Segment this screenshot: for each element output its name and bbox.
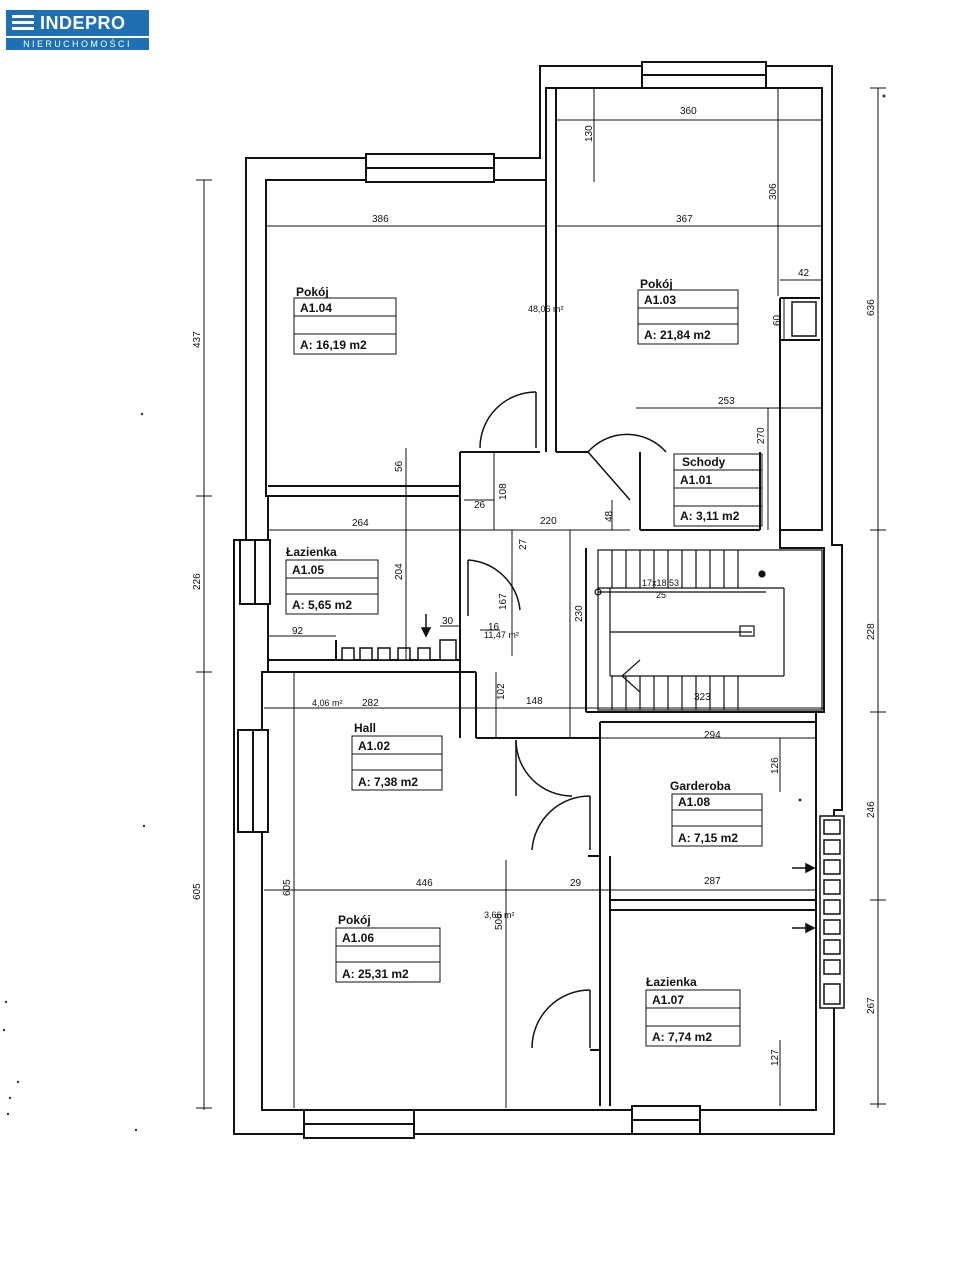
dimension-lines xyxy=(196,87,886,1110)
room-A1.06: Pokój A1.06 A: 25,31 m2 xyxy=(335,913,441,983)
scan-specks xyxy=(2,94,886,1132)
dim-294: 294 xyxy=(704,730,721,741)
dim-204: 204 xyxy=(394,563,405,580)
room-A1.01: Schody A1.01 A: 3,11 m2 xyxy=(673,453,763,527)
ventilation-shafts xyxy=(341,301,845,1009)
annot-11-47: 11,47 m² xyxy=(484,630,519,640)
room-code: A1.08 xyxy=(678,795,710,809)
room-area: A: 7,74 m2 xyxy=(652,1030,712,1044)
brand-name: INDEPRO xyxy=(40,12,126,33)
dim-226: 226 xyxy=(192,573,203,590)
room-name: Pokój xyxy=(296,285,329,299)
dim-506: 506 xyxy=(494,913,505,930)
dim-126: 126 xyxy=(770,757,781,774)
room-area: A: 5,65 m2 xyxy=(292,598,352,612)
room-code: A1.05 xyxy=(292,563,324,577)
interior-walls xyxy=(268,88,824,1106)
dim-360: 360 xyxy=(680,106,697,117)
room-area: A: 16,19 m2 xyxy=(300,338,367,352)
annot-48-06: 48,06 m² xyxy=(528,304,564,314)
dim-323: 323 xyxy=(694,692,711,703)
doors xyxy=(467,391,667,1049)
brand-tagline: NIERUCHOMOŚCI xyxy=(6,38,149,50)
room-A1.04: Pokój A1.04 A: 16,19 m2 xyxy=(293,285,397,355)
dim-16: 16 xyxy=(488,622,500,633)
room-code: A1.03 xyxy=(644,293,676,307)
annot-stairs-calc: 17x18,53 xyxy=(642,578,679,588)
room-name: Pokój xyxy=(640,277,673,291)
dim-264: 264 xyxy=(352,518,369,529)
dim-605-outer: 605 xyxy=(192,883,203,900)
dim-29: 29 xyxy=(570,878,582,889)
room-code: A1.06 xyxy=(342,931,374,945)
room-code: A1.04 xyxy=(300,301,332,315)
room-A1.07: Łazienka A1.07 A: 7,74 m2 xyxy=(645,975,741,1047)
room-name: Łazienka xyxy=(646,975,697,989)
dim-228: 228 xyxy=(866,623,877,640)
dim-148: 148 xyxy=(526,696,543,707)
room-area: A: 25,31 m2 xyxy=(342,967,409,981)
dim-253: 253 xyxy=(718,396,735,407)
dim-56: 56 xyxy=(394,460,405,472)
area-annotations: 48,06 m² 11,47 m² 4,06 m² 3,66 m² 17x18,… xyxy=(312,304,679,920)
dim-386: 386 xyxy=(372,214,389,225)
staircase xyxy=(594,549,823,711)
dim-102: 102 xyxy=(496,683,507,700)
room-area: A: 7,15 m2 xyxy=(678,831,738,845)
dim-220: 220 xyxy=(540,516,557,527)
dim-26: 26 xyxy=(474,500,486,511)
dim-270: 270 xyxy=(756,427,767,444)
room-area: A: 3,11 m2 xyxy=(680,509,740,523)
room-name: Hall xyxy=(354,721,376,735)
dim-282: 282 xyxy=(362,698,379,709)
room-A1.03: Pokój A1.03 A: 21,84 m2 xyxy=(637,277,739,345)
room-A1.05: Łazienka A1.05 A: 5,65 m2 xyxy=(285,545,379,615)
dim-230: 230 xyxy=(574,605,585,622)
room-code: A1.01 xyxy=(680,473,712,487)
room-name: Garderoba xyxy=(670,779,731,793)
dim-27: 27 xyxy=(518,538,529,550)
room-A1.02: Hall A1.02 A: 7,38 m2 xyxy=(351,721,443,791)
dim-130: 130 xyxy=(584,125,595,142)
dim-437: 437 xyxy=(192,331,203,348)
dim-636: 636 xyxy=(866,299,877,316)
dim-108: 108 xyxy=(498,483,509,500)
room-name: Łazienka xyxy=(286,545,337,559)
dim-30: 30 xyxy=(442,616,454,627)
dim-306: 306 xyxy=(768,183,779,200)
dim-42: 42 xyxy=(798,268,810,279)
dim-92: 92 xyxy=(292,626,304,637)
room-area: A: 7,38 m2 xyxy=(358,775,418,789)
dim-48: 48 xyxy=(604,510,615,522)
dim-60: 60 xyxy=(772,314,783,326)
dim-367: 367 xyxy=(676,214,693,225)
brand-logo: INDEPRO NIERUCHOMOŚCI xyxy=(6,10,149,50)
annot-4-06: 4,06 m² xyxy=(312,698,343,708)
dim-167: 167 xyxy=(498,593,509,610)
annot-3-66: 3,66 m² xyxy=(484,910,515,920)
dim-287: 287 xyxy=(704,876,721,887)
room-name: Schody xyxy=(682,455,726,469)
room-name: Pokój xyxy=(338,913,371,927)
dim-446: 446 xyxy=(416,878,433,889)
room-code: A1.02 xyxy=(358,739,390,753)
dim-267: 267 xyxy=(866,997,877,1014)
building-icon xyxy=(12,13,36,33)
dim-246: 246 xyxy=(866,801,877,818)
dim-127: 127 xyxy=(770,1049,781,1066)
windows xyxy=(237,61,767,1139)
dimension-labels: 386 367 360 130 306 42 60 636 437 253 27… xyxy=(192,106,877,1066)
annot-stairs-25: 25 xyxy=(656,590,666,600)
vent-arrows xyxy=(420,614,816,934)
dim-605-inner: 605 xyxy=(282,879,293,896)
room-A1.08: Garderoba A1.08 A: 7,15 m2 xyxy=(670,779,763,847)
room-area: A: 21,84 m2 xyxy=(644,328,711,342)
room-code: A1.07 xyxy=(652,993,684,1007)
